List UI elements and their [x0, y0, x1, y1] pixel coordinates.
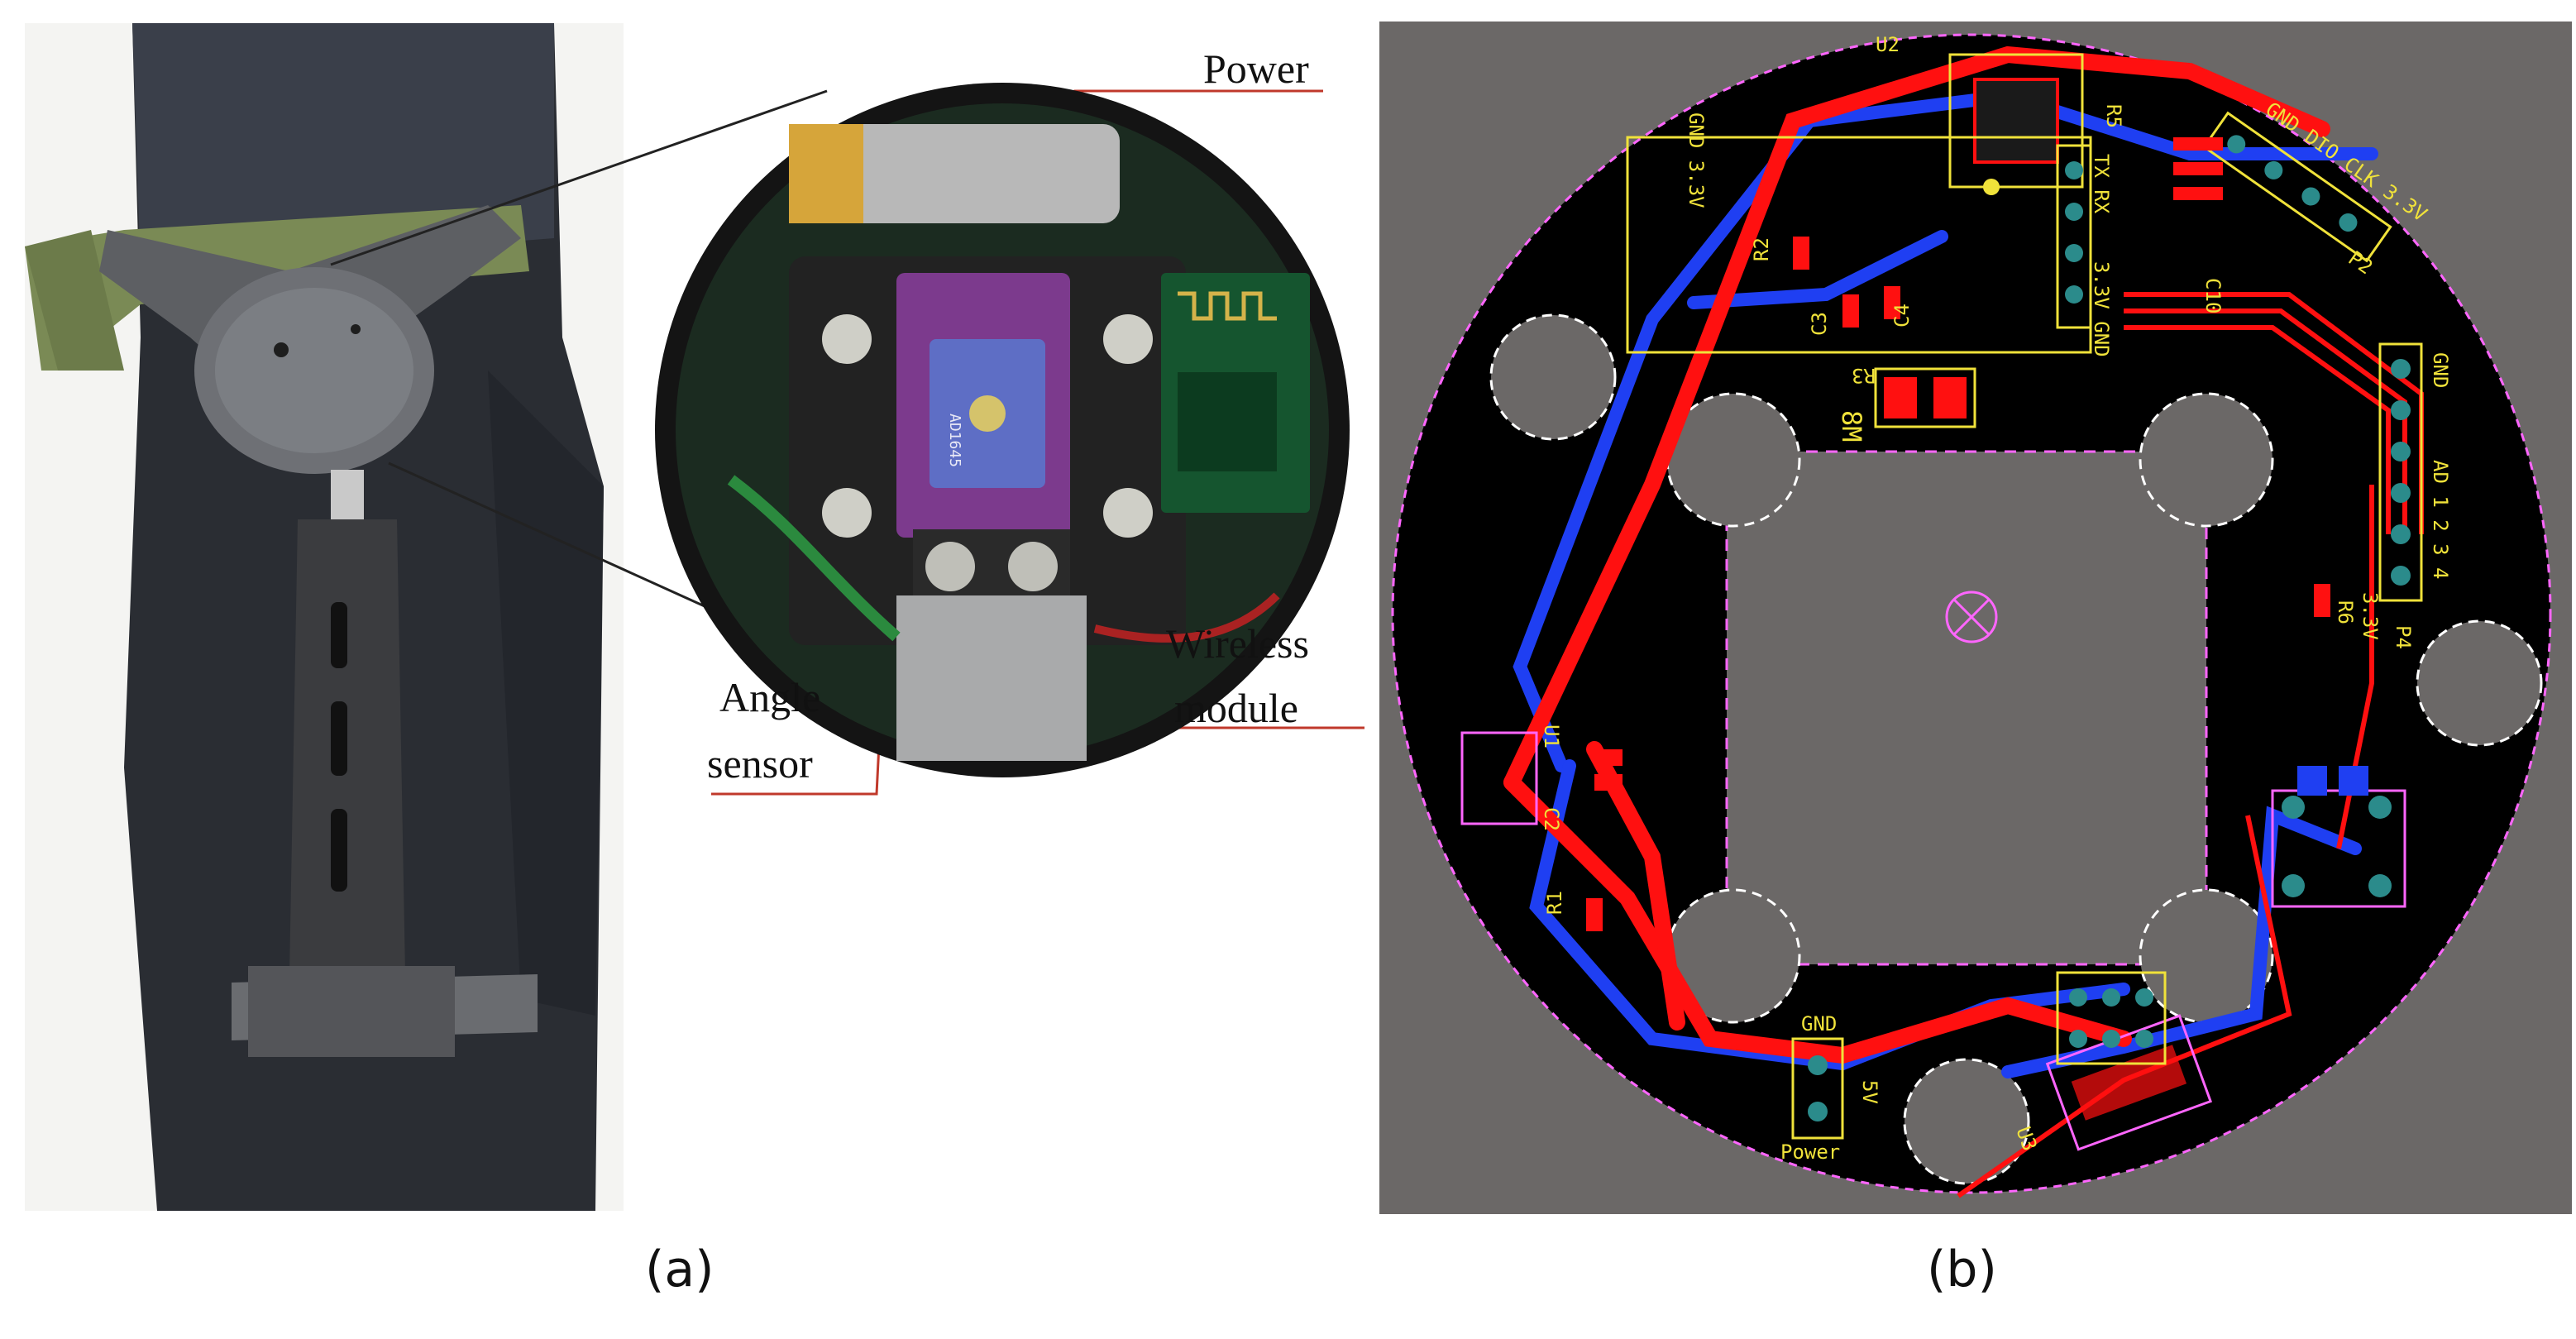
pcb-layout: U2 R2 C3 C4 R3 8M R5 C10 P2 GND DIO CLK …	[1379, 22, 2572, 1214]
angle-sensor-callout-line2: sensor	[707, 740, 813, 787]
sensor-chip-label: AD1645	[946, 414, 963, 467]
label-tx-rx: TX RX	[2090, 154, 2113, 214]
angle-sensor-callout-line1: Angle	[719, 674, 821, 720]
label-r1: R1	[1543, 891, 1566, 915]
wireless-callout-line2: module	[1174, 685, 1298, 731]
label-power-5v: 5V	[1858, 1080, 1881, 1104]
label-r5: R5	[2102, 104, 2125, 128]
label-u2: U2	[1876, 33, 1900, 56]
caption-a: (a)	[645, 1241, 714, 1298]
label-33v: 3.3V	[2359, 592, 2382, 640]
power-callout: Power	[1203, 45, 1309, 92]
label-gnd-33v: GND 3.3V	[1685, 112, 1708, 208]
label-c4: C4	[1890, 304, 1914, 328]
label-p4-pins: AD 1 2 3 4	[2429, 460, 2452, 580]
label-u1: U1	[1540, 724, 1563, 748]
housing-closeup-illustration: AD1645	[655, 83, 1350, 777]
leg-device-photo	[25, 23, 624, 1211]
label-power: Power	[1780, 1141, 1840, 1164]
label-8m: 8M	[1836, 410, 1867, 442]
housing-closeup: AD1645	[648, 66, 1356, 794]
label-power-gnd: GND	[1801, 1012, 1837, 1035]
label-p4: P4	[2392, 625, 2415, 649]
wireless-callout-line1: Wireless	[1166, 620, 1309, 667]
label-r6: R6	[2334, 600, 2357, 624]
label-c10: C10	[2201, 278, 2225, 313]
label-c3: C3	[1808, 312, 1831, 336]
label-gnd-p4: GND	[2429, 352, 2452, 388]
caption-b: (b)	[1927, 1241, 1997, 1298]
label-r2: R2	[1750, 237, 1773, 261]
label-c2: C2	[1540, 807, 1563, 831]
label-33v-gnd: 3.3V GND	[2090, 261, 2113, 357]
label-r3: R3	[1852, 364, 1876, 387]
leg-device-illustration	[25, 23, 624, 1211]
pcb-layout-drawing: U2 R2 C3 C4 R3 8M R5 C10 P2 GND DIO CLK …	[1379, 22, 2572, 1214]
